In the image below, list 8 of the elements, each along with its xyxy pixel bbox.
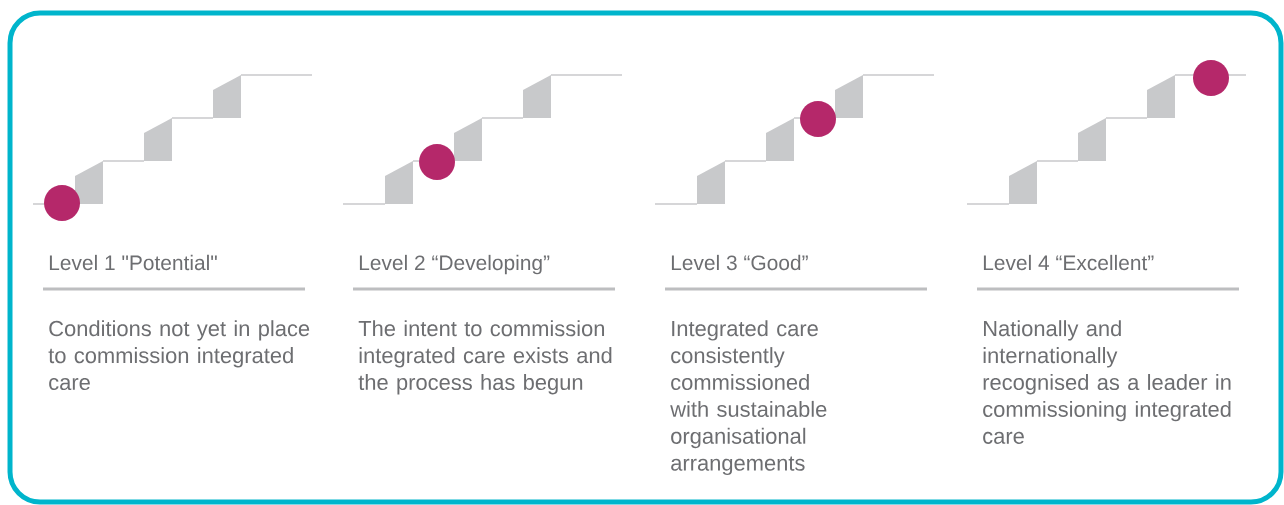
description-text: Nationally and internationally recognised as a leader in commissioning integrated care (983, 320, 1231, 444)
level-heading: Level 1 "Potential" (49, 254, 217, 271)
level-heading: Level 4 “Excellent” (983, 254, 1154, 271)
description-text: Conditions not yet in place to commission integrated care (48, 320, 310, 391)
description-text: The intent to commission integrated care exists and the process has begun (358, 320, 612, 395)
level-heading: Level 3 “Good” (671, 254, 808, 271)
level-heading: Level 2 “Developing” (359, 254, 550, 275)
description-text: Integrated care consistently commissioned with sustainable organisational arrangements (670, 320, 827, 476)
